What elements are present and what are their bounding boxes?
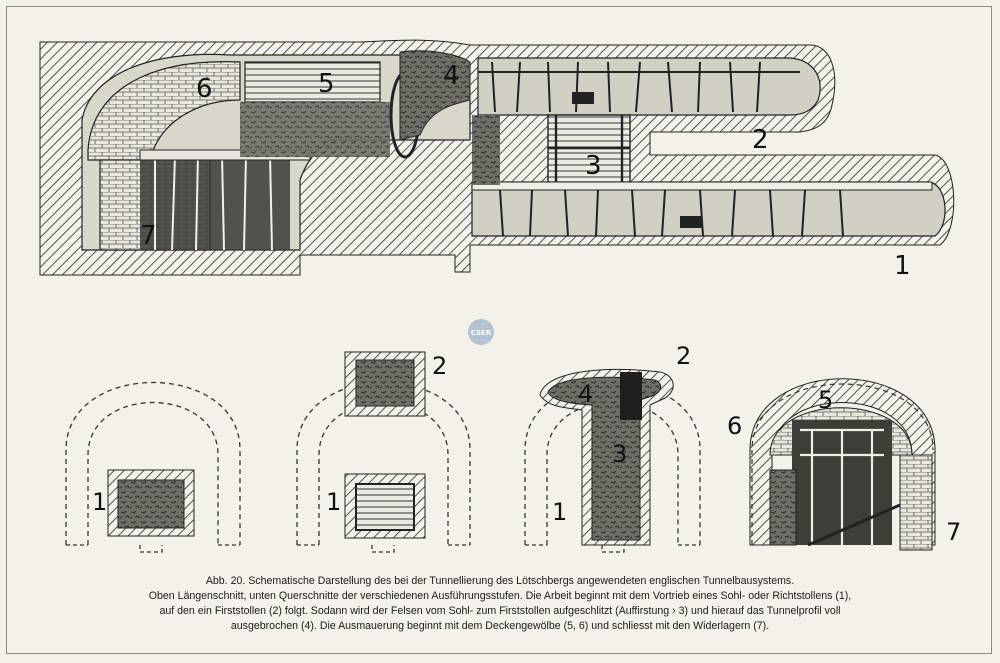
s3-label-1: 1 [552, 498, 567, 526]
label-2: 2 [752, 125, 769, 155]
s3-label-3: 3 [612, 440, 627, 468]
caption-line-2: Oben Längenschnitt, unten Querschnitte d… [148, 590, 852, 602]
hatch-left [42, 44, 78, 254]
s4-label-6: 6 [727, 412, 742, 440]
s4-label-5: 5 [818, 386, 833, 414]
timber-posts [154, 154, 273, 251]
s4-timbers [800, 428, 884, 545]
label-7: 7 [140, 221, 157, 251]
wagon-upper [572, 92, 594, 104]
label-1: 1 [894, 251, 911, 281]
label-3: 3 [585, 151, 602, 181]
roof-timbering [244, 61, 381, 103]
vault-masonry [87, 61, 241, 161]
s2-label-1: 1 [326, 488, 341, 516]
rock-pillar [472, 115, 500, 185]
cross-section-4: 6 5 7 [727, 378, 961, 551]
longitudinal-section: 6 5 4 2 3 7 1 [39, 39, 955, 281]
cross-section-2: 2 1 [296, 351, 471, 553]
rock-heading [399, 50, 471, 141]
s1-label-1: 1 [92, 488, 107, 516]
rise-shaft-posts [548, 115, 630, 185]
top-heading-timbers [478, 61, 800, 113]
s3-label-2: 2 [676, 342, 691, 370]
top-heading-gallery [477, 57, 821, 116]
caption-line-4: ausgebrochen (4). Die Ausmauerung beginn… [230, 620, 770, 632]
watermark-text: CSER [471, 329, 492, 337]
bottom-heading-timbers [499, 189, 844, 237]
caption-line-3: auf den ein Firststollen (2) folgt. Soda… [159, 605, 841, 617]
rock-mass-center [240, 102, 390, 157]
caption-line-1: Abb. 20. Schematische Darstellung des be… [205, 575, 795, 587]
bottom-heading-platform [471, 181, 933, 191]
cross-section-1: 1 [65, 382, 241, 553]
figure-caption: Abb. 20. Schematische Darstellung des be… [60, 574, 940, 634]
wagon-lower [680, 216, 702, 228]
s3-label-4: 4 [578, 380, 593, 408]
cross-section-3: 4 2 3 1 [524, 342, 701, 553]
watermark-logo: CSER [468, 319, 494, 345]
rise-shaft [547, 114, 631, 186]
label-4: 4 [443, 61, 460, 91]
s4-label-7: 7 [946, 518, 961, 546]
label-5: 5 [318, 69, 335, 99]
s2-label-2: 2 [432, 352, 447, 380]
timbering-dark [140, 150, 290, 250]
page-frame [6, 6, 992, 654]
label-6: 6 [196, 74, 213, 104]
